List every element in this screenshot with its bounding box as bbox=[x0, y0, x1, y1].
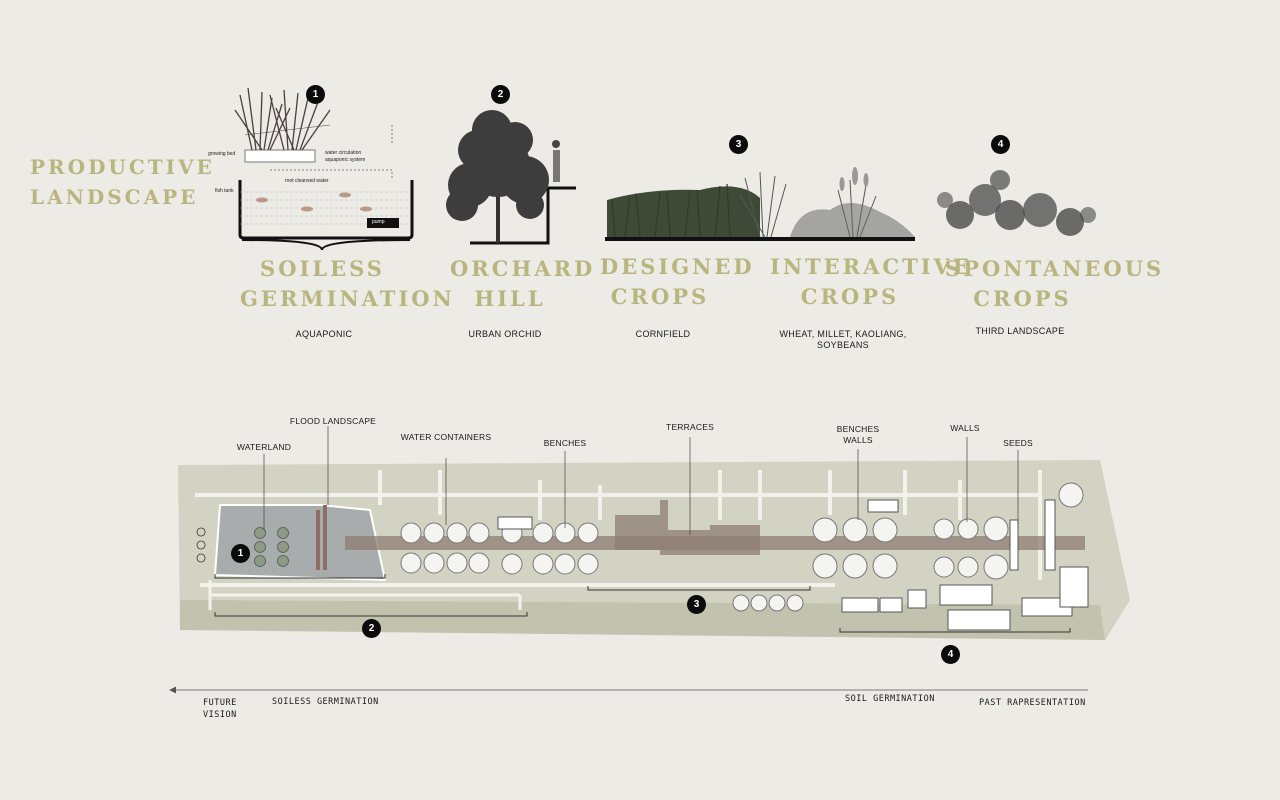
category-4-heading: SPONTANEOUS CROPS bbox=[945, 254, 1165, 314]
category-4-badge: 4 bbox=[991, 135, 1010, 154]
plan-leader-lines bbox=[263, 426, 1019, 535]
label-growing-bed: growing bed bbox=[208, 151, 236, 157]
category-3-heading-line1: DESIGNED bbox=[600, 254, 755, 279]
label-pump: pump bbox=[372, 219, 385, 225]
label-root-cleansed-water: root cleansed water bbox=[285, 178, 329, 184]
main-title-line1: PRODUCTIVE bbox=[30, 155, 215, 179]
category-1-heading: SOILESS GERMINATION bbox=[240, 254, 455, 314]
timeline-future-vision: FUTURE VISION bbox=[203, 697, 237, 721]
timeline-soil-germination: SOIL GERMINATION bbox=[845, 694, 935, 704]
category-interactive-heading-line1: INTERACTIVE bbox=[770, 254, 972, 279]
plan-label-benches-walls-line2: WALLS bbox=[843, 435, 873, 445]
plan-label-walls: WALLS bbox=[950, 423, 980, 433]
category-4-heading-line2: CROPS bbox=[973, 286, 1072, 311]
spontaneous-shrubs-drawing bbox=[937, 170, 1096, 236]
plan-label-seeds: SEEDS bbox=[1003, 438, 1033, 448]
category-2-heading-line2: HILL bbox=[474, 286, 546, 311]
label-water-circulation-line2: aquaponic system bbox=[325, 157, 366, 163]
timeline-future-line2: VISION bbox=[203, 710, 237, 720]
label-water-circulation: water circulation aquaponic system bbox=[325, 150, 365, 164]
plan-label-flood-landscape: FLOOD LANDSCAPE bbox=[289, 416, 377, 426]
main-title-line2: LANDSCAPE bbox=[30, 185, 199, 209]
plan-label-benches-walls: BENCHES WALLS bbox=[823, 424, 893, 446]
category-2-badge: 2 bbox=[491, 85, 510, 104]
plan-brackets bbox=[214, 574, 1071, 633]
category-3-heading: DESIGNED CROPS bbox=[600, 252, 755, 312]
category-1-subtitle: AQUAPONIC bbox=[295, 329, 353, 339]
category-3-heading-line2: CROPS bbox=[610, 284, 710, 309]
category-2-heading: ORCHARD HILL bbox=[450, 254, 596, 314]
crops-strip-drawing bbox=[605, 167, 915, 241]
plan-label-water-containers: WATER CONTAINERS bbox=[400, 432, 492, 442]
timeline-arrow bbox=[169, 686, 1088, 694]
category-interactive-subtitle-line2: SOYBEANS bbox=[817, 340, 869, 350]
site-plan bbox=[178, 460, 1130, 640]
plan-badge-2: 2 bbox=[362, 619, 381, 638]
category-1-heading-line1: SOILESS bbox=[260, 256, 385, 281]
category-interactive-subtitle-line1: WHEAT, MILLET, KAOLIANG, bbox=[779, 329, 907, 339]
plan-label-waterland: WATERLAND bbox=[236, 442, 292, 452]
plan-label-terraces: TERRACES bbox=[666, 422, 714, 432]
category-interactive-subtitle: WHEAT, MILLET, KAOLIANG, SOYBEANS bbox=[768, 329, 918, 351]
orchard-tree-drawing bbox=[446, 110, 576, 245]
timeline-future-line1: FUTURE bbox=[203, 698, 237, 708]
category-4-heading-line1: SPONTANEOUS bbox=[945, 256, 1165, 281]
timeline-past-representation: PAST RAPRESENTATION bbox=[979, 698, 1086, 708]
category-interactive-heading: INTERACTIVE CROPS bbox=[770, 252, 972, 312]
category-interactive-heading-line2: CROPS bbox=[800, 284, 900, 309]
label-water-circulation-line1: water circulation bbox=[325, 150, 362, 156]
aquaponic-section-drawing bbox=[234, 87, 414, 251]
main-title: PRODUCTIVE LANDSCAPE bbox=[30, 152, 215, 212]
category-1-badge: 1 bbox=[306, 85, 325, 104]
plan-badge-4: 4 bbox=[941, 645, 960, 664]
category-4-subtitle: THIRD LANDSCAPE bbox=[975, 326, 1065, 336]
label-fish-tank: fish tank bbox=[215, 188, 234, 194]
plan-badge-1: 1 bbox=[231, 544, 250, 563]
category-2-heading-line1: ORCHARD bbox=[450, 256, 596, 281]
plan-label-benches: BENCHES bbox=[543, 438, 587, 448]
category-3-subtitle: CORNFIELD bbox=[635, 329, 691, 339]
timeline-soiless-germination: SOILESS GERMINATION bbox=[272, 697, 379, 707]
plan-label-benches-walls-line1: BENCHES bbox=[836, 424, 880, 434]
category-3-badge: 3 bbox=[729, 135, 748, 154]
plan-badge-3: 3 bbox=[687, 595, 706, 614]
category-1-heading-line2: GERMINATION bbox=[240, 286, 455, 311]
category-2-subtitle: URBAN ORCHID bbox=[468, 329, 542, 339]
